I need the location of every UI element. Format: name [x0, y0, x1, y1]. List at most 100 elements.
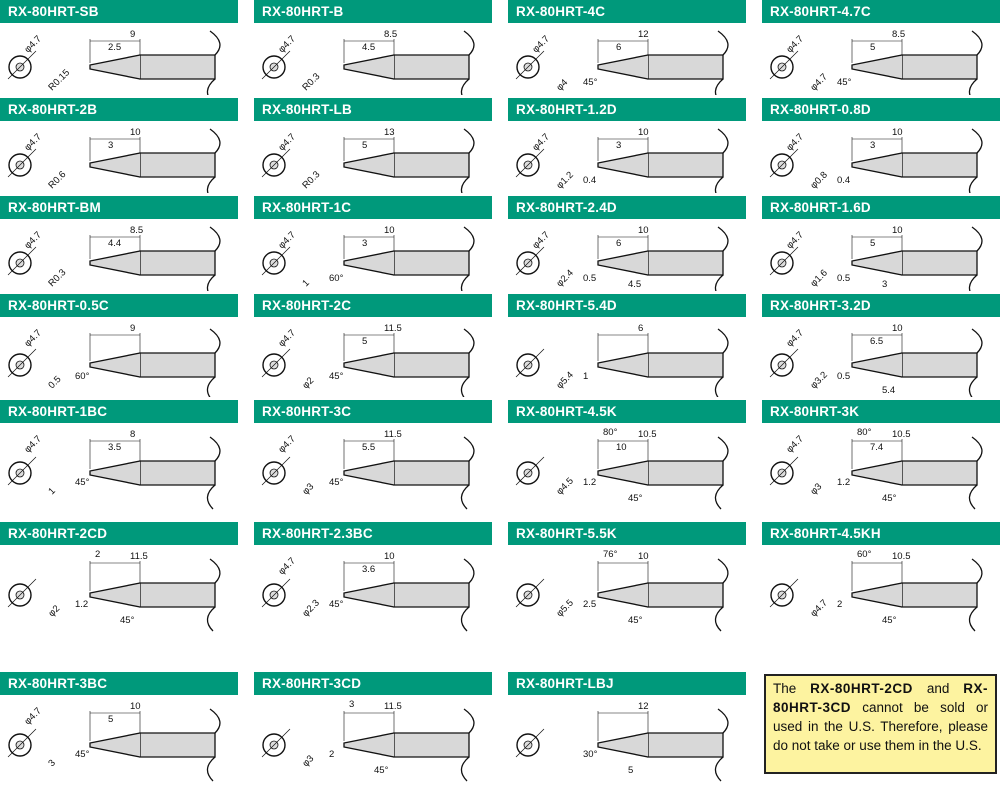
tip-model-title: RX-80HRT-SB — [0, 0, 238, 23]
tip-model-title: RX-80HRT-1BC — [0, 400, 238, 423]
tip-shaft — [901, 250, 978, 276]
dimension-label: 5 — [870, 238, 875, 249]
break-line — [206, 128, 221, 193]
tip-shaft — [647, 54, 724, 80]
tip-model-title: RX-80HRT-LB — [254, 98, 492, 121]
dimension-label: φ4.7 — [530, 132, 551, 153]
tip-model-title: RX-80HRT-1.2D — [508, 98, 746, 121]
dimension-label: φ2 — [300, 375, 316, 391]
tip-taper — [597, 732, 649, 758]
dimension-label: R0.3 — [300, 169, 322, 191]
dimension-label: 5 — [362, 140, 367, 151]
dimension-label: 4.5 — [362, 42, 375, 53]
diameter-leader — [261, 578, 291, 608]
tip-shaft — [901, 460, 978, 486]
dimension-label: 10.5 — [892, 551, 911, 562]
dimension-label: 60° — [329, 273, 344, 284]
dimension-label: 6 — [638, 323, 643, 334]
tip-model-title: RX-80HRT-1C — [254, 196, 492, 219]
break-line — [206, 708, 221, 782]
tip-taper — [343, 352, 395, 378]
dimension-label: 45° — [329, 371, 344, 382]
tip-taper — [343, 250, 395, 276]
dimension-label: 45° — [882, 615, 897, 626]
break-line — [968, 226, 983, 291]
diameter-leader — [769, 578, 799, 608]
dimension-label: φ4.7 — [784, 132, 805, 153]
dimension-label: 45° — [75, 749, 90, 760]
notice-text: The — [773, 681, 797, 696]
tip-model-title: RX-80HRT-5.5K — [508, 522, 746, 545]
tip-model-title: RX-80HRT-2B — [0, 98, 238, 121]
dimension-label: 4.4 — [108, 238, 121, 249]
dimension-label: φ1.6 — [808, 268, 829, 289]
tip-shaft — [393, 460, 470, 486]
dimension-label: φ3 — [300, 481, 316, 497]
diameter-leader — [261, 148, 291, 178]
tip-taper — [851, 582, 903, 608]
dimension-label: R0.15 — [46, 67, 72, 93]
tip-taper — [89, 152, 141, 178]
dimension-label: 11.5 — [384, 429, 402, 440]
dimension-label: 10 — [130, 701, 141, 712]
tip-taper — [343, 582, 395, 608]
diameter-leader — [515, 728, 545, 758]
tip-shaft — [647, 582, 724, 608]
break-line — [460, 226, 475, 291]
tip-taper — [597, 460, 649, 486]
tip-shaft — [901, 352, 978, 378]
diameter-leader — [515, 148, 545, 178]
dimension-label: 1.2 — [75, 599, 88, 610]
tip-taper — [851, 352, 903, 378]
dimension-label: φ4.7 — [22, 328, 43, 349]
notice-text: cannot be sold or used in the U.S. There… — [773, 700, 988, 753]
diameter-leader — [515, 246, 545, 276]
dimension-label: 10 — [638, 551, 649, 562]
dimension-label: 5 — [870, 42, 875, 53]
break-line — [968, 30, 983, 95]
tip-model-title: RX-80HRT-2.3BC — [254, 522, 492, 545]
dimension-label: 3 — [46, 758, 58, 770]
dimension-label: 3 — [349, 699, 354, 710]
tip-taper — [89, 582, 141, 608]
dimension-label: 45° — [329, 599, 344, 610]
dimension-label: 11.5 — [384, 701, 402, 712]
tip-model-title: RX-80HRT-4.7C — [762, 0, 1000, 23]
tip-shaft — [139, 250, 216, 276]
diameter-leader — [515, 50, 545, 80]
dimension-label: φ4.7 — [784, 230, 805, 251]
dimension-label: φ4.7 — [276, 434, 297, 455]
tip-model-title: RX-80HRT-BM — [0, 196, 238, 219]
diameter-leader — [261, 246, 291, 276]
tip-shaft — [901, 54, 978, 80]
tip-shaft — [393, 732, 470, 758]
break-line — [460, 708, 475, 782]
tip-taper — [597, 352, 649, 378]
dimension-label: 8.5 — [384, 29, 397, 40]
dimension-label: φ4.7 — [22, 34, 43, 55]
diameter-leader — [7, 148, 37, 178]
dimension-label: 2.5 — [108, 42, 121, 53]
tip-taper — [89, 460, 141, 486]
dimension-label: φ4.7 — [808, 72, 829, 93]
